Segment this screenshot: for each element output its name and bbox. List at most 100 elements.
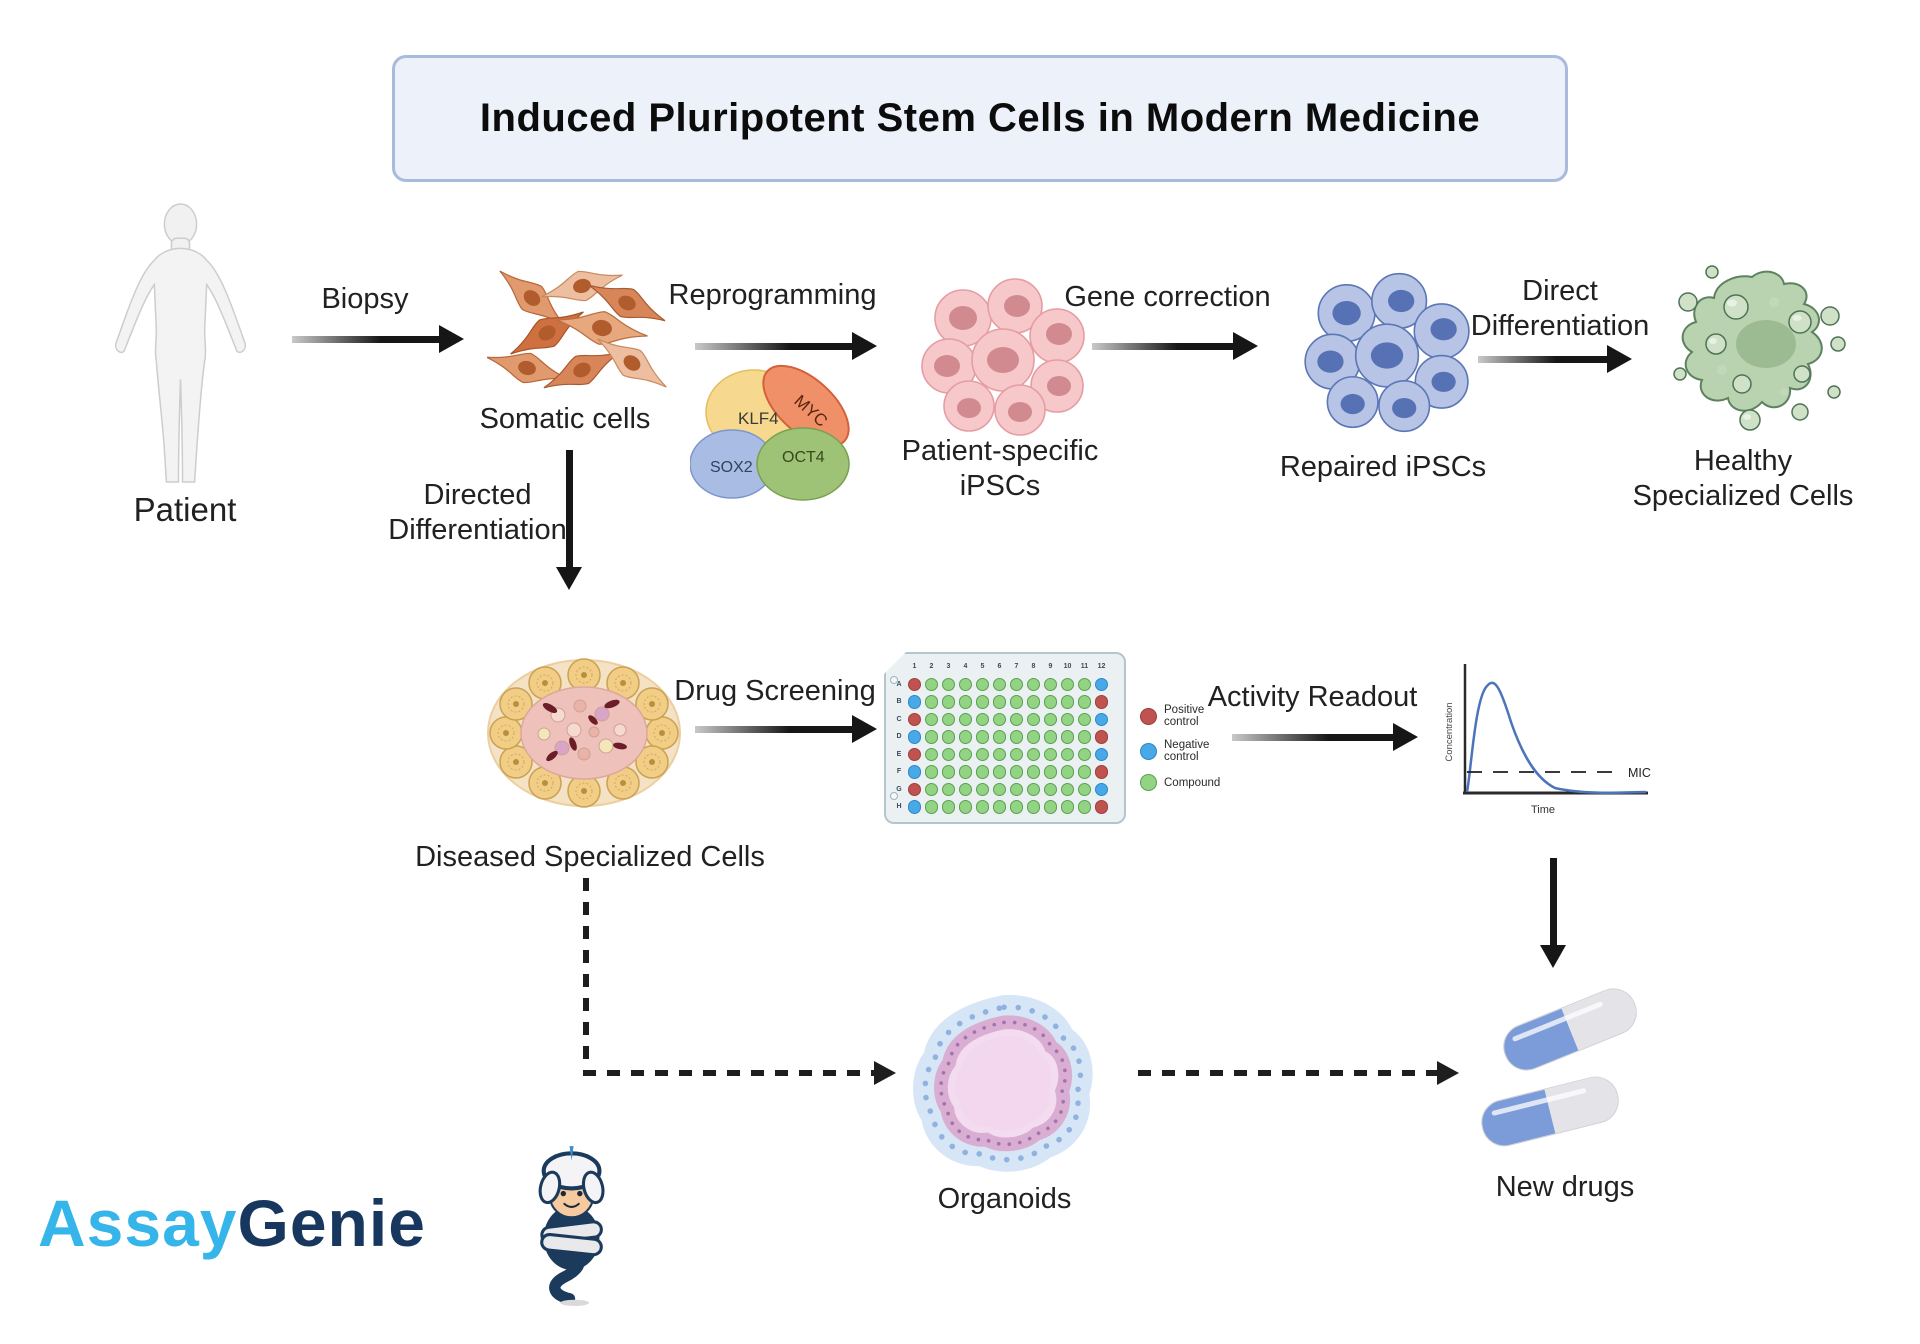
- readout-chart: MIC Time Concentration: [1444, 664, 1651, 816]
- plate-col-label: 4: [963, 663, 968, 671]
- organoids-to-drugs-dash-arrow: [1138, 1061, 1459, 1085]
- well-E11: [1077, 747, 1092, 761]
- plate-row-label: G: [896, 785, 902, 793]
- well-C9: [1043, 712, 1058, 726]
- directed-differentiation-label: Directed Differentiation: [388, 479, 567, 547]
- well-B7: [1009, 695, 1024, 709]
- well-B6: [992, 695, 1007, 709]
- well-C1: [907, 712, 922, 726]
- logo-genie-text: Genie: [237, 1186, 426, 1260]
- well-B2: [924, 695, 939, 709]
- diseased-cells-label: Diseased Specialized Cells: [415, 841, 765, 873]
- well-F10: [1060, 765, 1075, 779]
- well-G6: [992, 782, 1007, 796]
- well-C2: [924, 712, 939, 726]
- legend-item-negative: Negative control: [1140, 739, 1224, 763]
- plate-col-label: 6: [997, 663, 1002, 671]
- well-G12: [1094, 782, 1109, 796]
- well-G3: [941, 782, 956, 796]
- plate-hole: [890, 792, 898, 800]
- repaired-ipscs-label: Repaired iPSCs: [1279, 451, 1487, 483]
- well-A3: [941, 677, 956, 691]
- well-C8: [1026, 712, 1041, 726]
- rosette-cells: [489, 658, 679, 808]
- well-F2: [924, 765, 939, 779]
- well-H5: [975, 800, 990, 814]
- well-F9: [1043, 765, 1058, 779]
- well-E10: [1060, 747, 1075, 761]
- well-D11: [1077, 730, 1092, 744]
- well-E3: [941, 747, 956, 761]
- well-D10: [1060, 730, 1075, 744]
- plate-col-label: 5: [980, 663, 985, 671]
- legend-item-compound: Compound: [1140, 774, 1224, 792]
- logo-assay-text: Assay: [38, 1186, 238, 1260]
- plate-row-label: A: [896, 680, 902, 688]
- well-C7: [1009, 712, 1024, 726]
- somatic-cells-label: Somatic cells: [479, 403, 651, 435]
- well-C11: [1077, 712, 1092, 726]
- plate-col-label: 9: [1048, 663, 1053, 671]
- well-A5: [975, 677, 990, 691]
- reprogramming-arrow: [695, 332, 877, 360]
- direct-differentiation-arrow: [1478, 345, 1632, 373]
- well-F3: [941, 765, 956, 779]
- factor-klf4-label: KLF4: [738, 409, 779, 428]
- well-A6: [992, 677, 1007, 691]
- well-G11: [1077, 782, 1092, 796]
- well-C4: [958, 712, 973, 726]
- diseased-cells-illustration: [487, 658, 681, 808]
- gene-correction-arrow: [1092, 332, 1258, 360]
- capsule-pill: [1476, 1071, 1624, 1152]
- well-G5: [975, 782, 990, 796]
- well-G9: [1043, 782, 1058, 796]
- compound-dot-icon: [1140, 774, 1157, 792]
- well-C10: [1060, 712, 1075, 726]
- legend-label: Negative control: [1164, 739, 1210, 764]
- well-B12: [1094, 695, 1109, 709]
- well-B10: [1060, 695, 1075, 709]
- well-D2: [924, 730, 939, 744]
- somatic-cells-illustration: [487, 258, 672, 402]
- well-A4: [958, 677, 973, 691]
- repaired-ipscs-illustration: [1304, 272, 1470, 433]
- well-A1: [907, 677, 922, 691]
- reprogramming-factors-illustration: KLF4 MYC SOX2 OCT4: [690, 364, 850, 501]
- well-B3: [941, 695, 956, 709]
- factor-sox2-label: SOX2: [710, 459, 753, 476]
- plate-row-label: F: [896, 768, 902, 776]
- well-F8: [1026, 765, 1041, 779]
- well-H3: [941, 800, 956, 814]
- plate-row-label: C: [896, 715, 902, 723]
- legend-label: Compound: [1164, 776, 1221, 789]
- well-G1: [907, 782, 922, 796]
- well-F12: [1094, 765, 1109, 779]
- diseased-to-organoids-dash-vertical: [583, 878, 589, 1072]
- well-H1: [907, 800, 922, 814]
- well-H11: [1077, 800, 1092, 814]
- well-F11: [1077, 765, 1092, 779]
- well-H9: [1043, 800, 1058, 814]
- assaygenie-logo: AssayGenie: [38, 1185, 426, 1261]
- patient-figure-illustration: [114, 203, 247, 483]
- well-G8: [1026, 782, 1041, 796]
- well-D1: [907, 730, 922, 744]
- well-D8: [1026, 730, 1041, 744]
- plate-col-label: 11: [1080, 663, 1089, 671]
- well-B11: [1077, 695, 1092, 709]
- well-H8: [1026, 800, 1041, 814]
- well-D6: [992, 730, 1007, 744]
- patient-specific-ipscs-illustration: [921, 278, 1085, 436]
- well-A10: [1060, 677, 1075, 691]
- new-drugs-illustration: [1472, 980, 1662, 1170]
- well-D4: [958, 730, 973, 744]
- plate-col-label: 3: [946, 663, 951, 671]
- healthy-cells-illustration: [1673, 265, 1846, 431]
- plate-col-label: 12: [1097, 663, 1106, 671]
- legend-label: Positive control: [1164, 704, 1205, 729]
- mic-label: MIC: [1628, 766, 1651, 780]
- reprogramming-label: Reprogramming: [668, 279, 877, 311]
